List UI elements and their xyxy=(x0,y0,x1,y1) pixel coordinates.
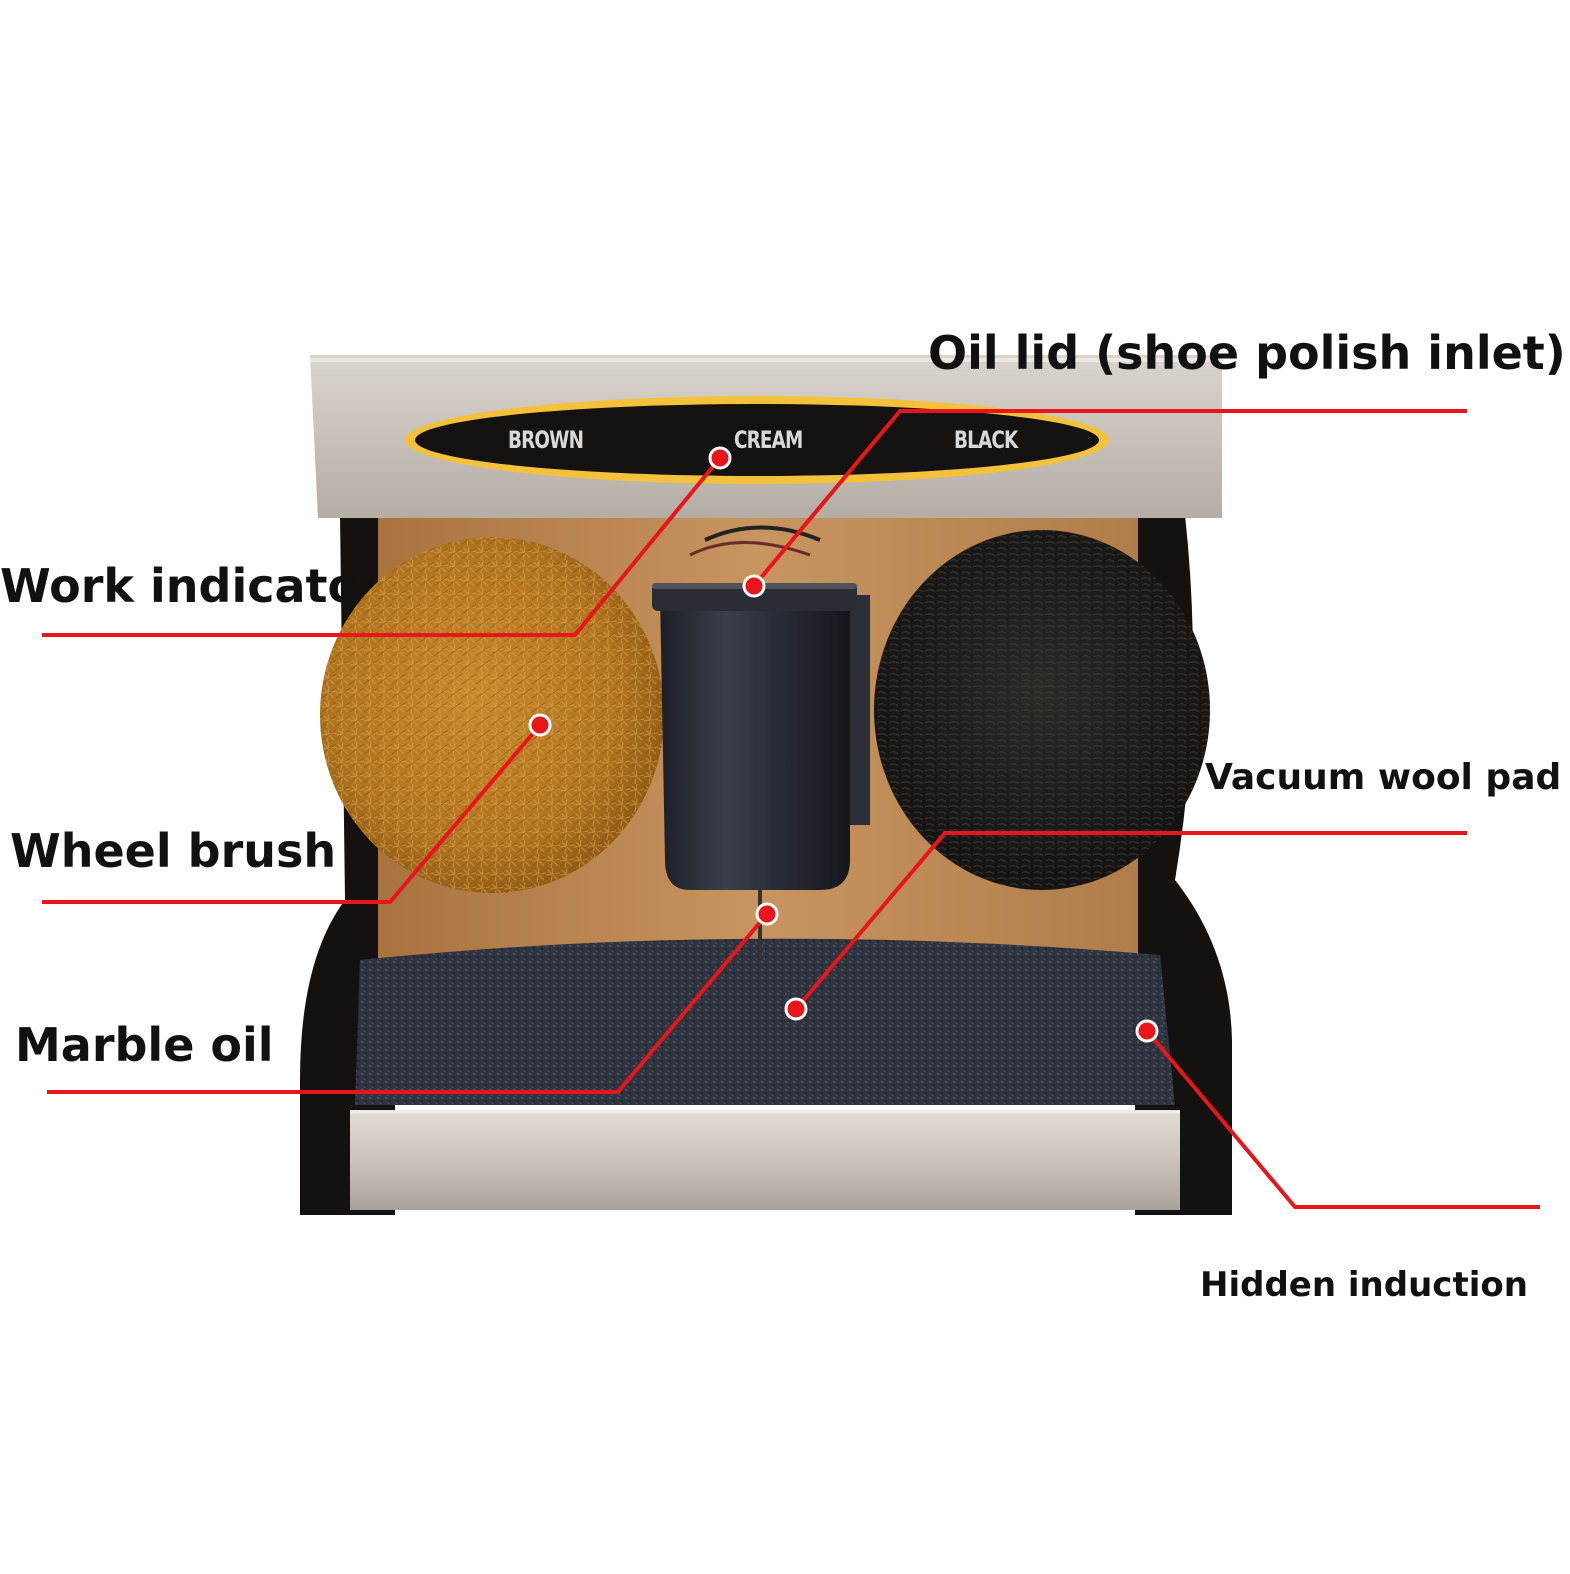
brown-polish-button: BROWN xyxy=(508,426,584,454)
callout-dots xyxy=(528,446,1159,1043)
callout-line-vacuum-wool-pad xyxy=(794,831,1467,1011)
callout-line-oil-lid xyxy=(752,409,1467,588)
callout-line-work-indicator xyxy=(42,456,722,637)
callout-dot-vacuum-wool-pad xyxy=(784,997,808,1021)
label-vacuum-wool-pad: Vacuum wool pad xyxy=(1205,757,1562,798)
label-marble-oil: Marble oil xyxy=(15,1018,274,1072)
polish-canister xyxy=(660,595,850,890)
label-wheel-brush: Wheel brush xyxy=(10,824,337,878)
callout-dot-wheel-brush xyxy=(528,713,552,737)
callout-lines xyxy=(42,409,1540,1209)
callout-dot-hidden-induction xyxy=(1135,1019,1159,1043)
black-polish-button: BLACK xyxy=(954,426,1018,454)
label-hidden-induction: Hidden induction xyxy=(1200,1265,1528,1305)
callout-line-marble-oil xyxy=(47,912,769,1094)
control-panel xyxy=(415,404,1099,476)
callout-dot-work-indicator xyxy=(708,446,732,470)
callout-line-hidden-induction xyxy=(1145,1029,1540,1209)
label-work-indicator: Work indicato xyxy=(0,559,360,613)
label-oil-lid: Oil lid (shoe polish inlet) xyxy=(928,326,1566,380)
floor-mat xyxy=(355,938,1175,1105)
bottom-steel-plate xyxy=(350,1110,1180,1210)
callout-dot-oil-lid xyxy=(742,574,766,598)
callout-dot-marble-oil xyxy=(755,902,779,926)
callout-line-wheel-brush xyxy=(42,723,542,904)
cream-polish-button: CREAM xyxy=(734,426,803,454)
